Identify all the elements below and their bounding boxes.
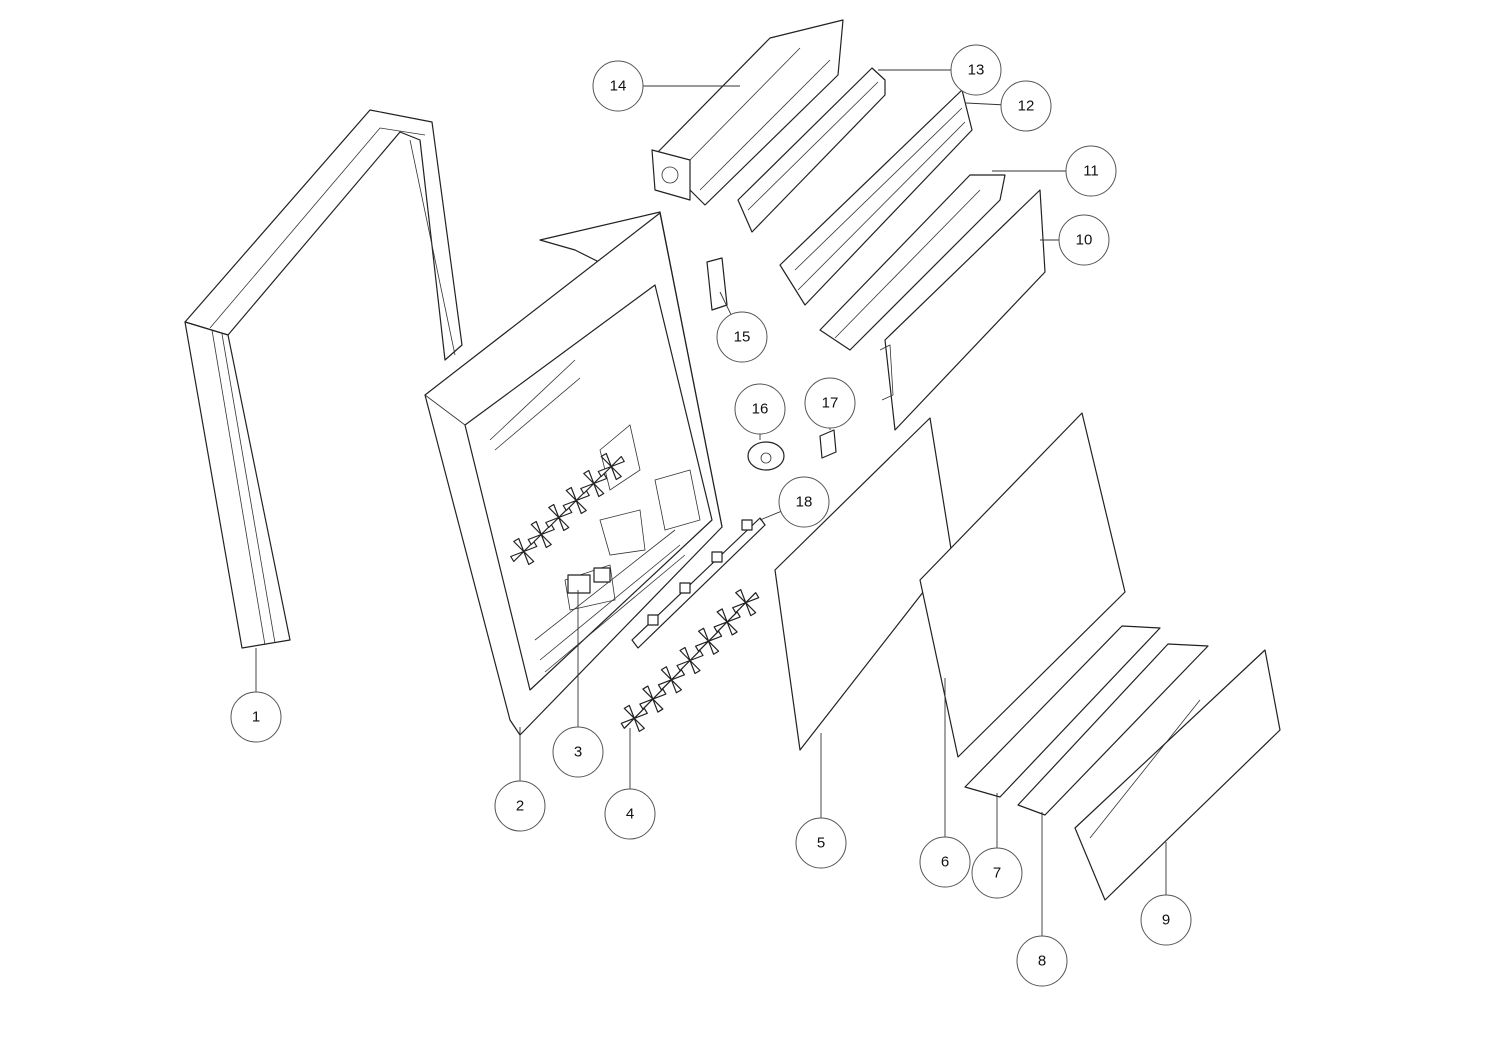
callout-circle <box>1000 80 1052 132</box>
leader-line <box>965 102 1002 106</box>
callout-circle <box>950 44 1002 96</box>
part-12-heater-cover <box>779 89 973 306</box>
part-2-firebox-chassis <box>424 211 723 736</box>
rotor-blade <box>639 685 667 713</box>
callout-11: 11 <box>992 145 1117 197</box>
callout-number: 16 <box>752 401 769 418</box>
part-3-control-board <box>567 567 611 594</box>
callout-1: 1 <box>230 648 282 743</box>
rotor-blade <box>694 627 723 655</box>
callout-circle <box>734 383 786 435</box>
callout-number: 2 <box>516 798 524 815</box>
callout-number: 10 <box>1076 232 1093 249</box>
callout-18: 18 <box>759 476 830 528</box>
callout-number: 4 <box>626 806 634 823</box>
leader-line <box>759 511 782 521</box>
callout-10: 10 <box>1040 214 1110 266</box>
callout-circle <box>716 311 768 363</box>
rotor-blade <box>510 537 538 566</box>
callout-8: 8 <box>1016 812 1068 987</box>
callout-number: 14 <box>610 78 627 95</box>
callout-circle <box>1065 145 1117 197</box>
rotor-blade <box>676 646 704 675</box>
callout-15: 15 <box>716 291 768 363</box>
callout-number: 1 <box>252 709 260 726</box>
callout-number: 12 <box>1018 98 1035 115</box>
rotor-blade <box>732 589 760 617</box>
callout-circle <box>552 726 604 778</box>
callout-circle <box>1016 935 1068 987</box>
callout-7: 7 <box>971 793 1023 899</box>
rotor-blade <box>562 486 590 515</box>
callout-number: 8 <box>1038 953 1046 970</box>
rotor-blade <box>620 704 648 732</box>
callout-2: 2 <box>494 727 546 832</box>
callout-circle <box>971 847 1023 899</box>
rotor-blade <box>580 469 608 498</box>
callout-circle <box>604 788 656 840</box>
callout-circle <box>919 836 971 888</box>
callout-3: 3 <box>552 590 604 778</box>
callout-number: 5 <box>817 835 825 852</box>
rotor-blade <box>713 608 741 636</box>
callout-12: 12 <box>965 80 1052 132</box>
part-1-surround-frame <box>184 109 463 649</box>
callout-number: 18 <box>796 494 813 511</box>
part-17-switch <box>819 429 837 459</box>
rotor-blade <box>597 452 625 481</box>
callout-number: 11 <box>1083 163 1099 180</box>
chassis-rotor <box>510 452 625 566</box>
part-15-switch-plate <box>706 257 728 311</box>
callout-4: 4 <box>604 728 656 840</box>
callout-14: 14 <box>592 60 740 112</box>
part-4-ember-rotor <box>620 589 760 732</box>
leader-line <box>719 291 732 315</box>
callout-number: 9 <box>1162 912 1170 929</box>
part-16-motor <box>747 441 785 471</box>
callout-circle <box>592 60 644 112</box>
callout-6: 6 <box>919 678 971 888</box>
callout-circle <box>1058 214 1110 266</box>
callout-9: 9 <box>1140 842 1192 946</box>
rotor-blade <box>527 520 555 549</box>
callout-circle <box>778 476 830 528</box>
callout-circle <box>804 377 856 429</box>
part-8-trim-strip <box>1017 643 1209 816</box>
callout-17: 17 <box>804 377 856 430</box>
part-14-heater-assembly <box>651 19 844 206</box>
rotor-blade <box>545 503 573 532</box>
part-9-bottom-cover <box>1074 649 1281 901</box>
part-18-light-strip <box>631 517 766 649</box>
callout-16: 16 <box>734 383 786 440</box>
callout-13: 13 <box>878 44 1002 96</box>
part-13-duct <box>737 67 886 233</box>
part-6-back-panel <box>919 412 1126 758</box>
callout-number: 3 <box>574 744 582 761</box>
callout-number: 17 <box>822 395 839 412</box>
callout-number: 6 <box>941 854 949 871</box>
rotor-blade <box>657 666 686 694</box>
callout-circle <box>230 691 282 743</box>
callout-circle <box>1140 894 1192 946</box>
callout-number: 13 <box>968 62 985 79</box>
part-7-trim-strip <box>964 625 1161 798</box>
callout-number: 15 <box>734 329 751 346</box>
callout-number: 7 <box>993 865 1001 882</box>
callout-circle <box>795 817 847 869</box>
part-10-top-cover <box>879 189 1046 431</box>
callout-circle <box>494 780 546 832</box>
callout-5: 5 <box>795 733 847 869</box>
part-11-bracket <box>819 174 1006 351</box>
